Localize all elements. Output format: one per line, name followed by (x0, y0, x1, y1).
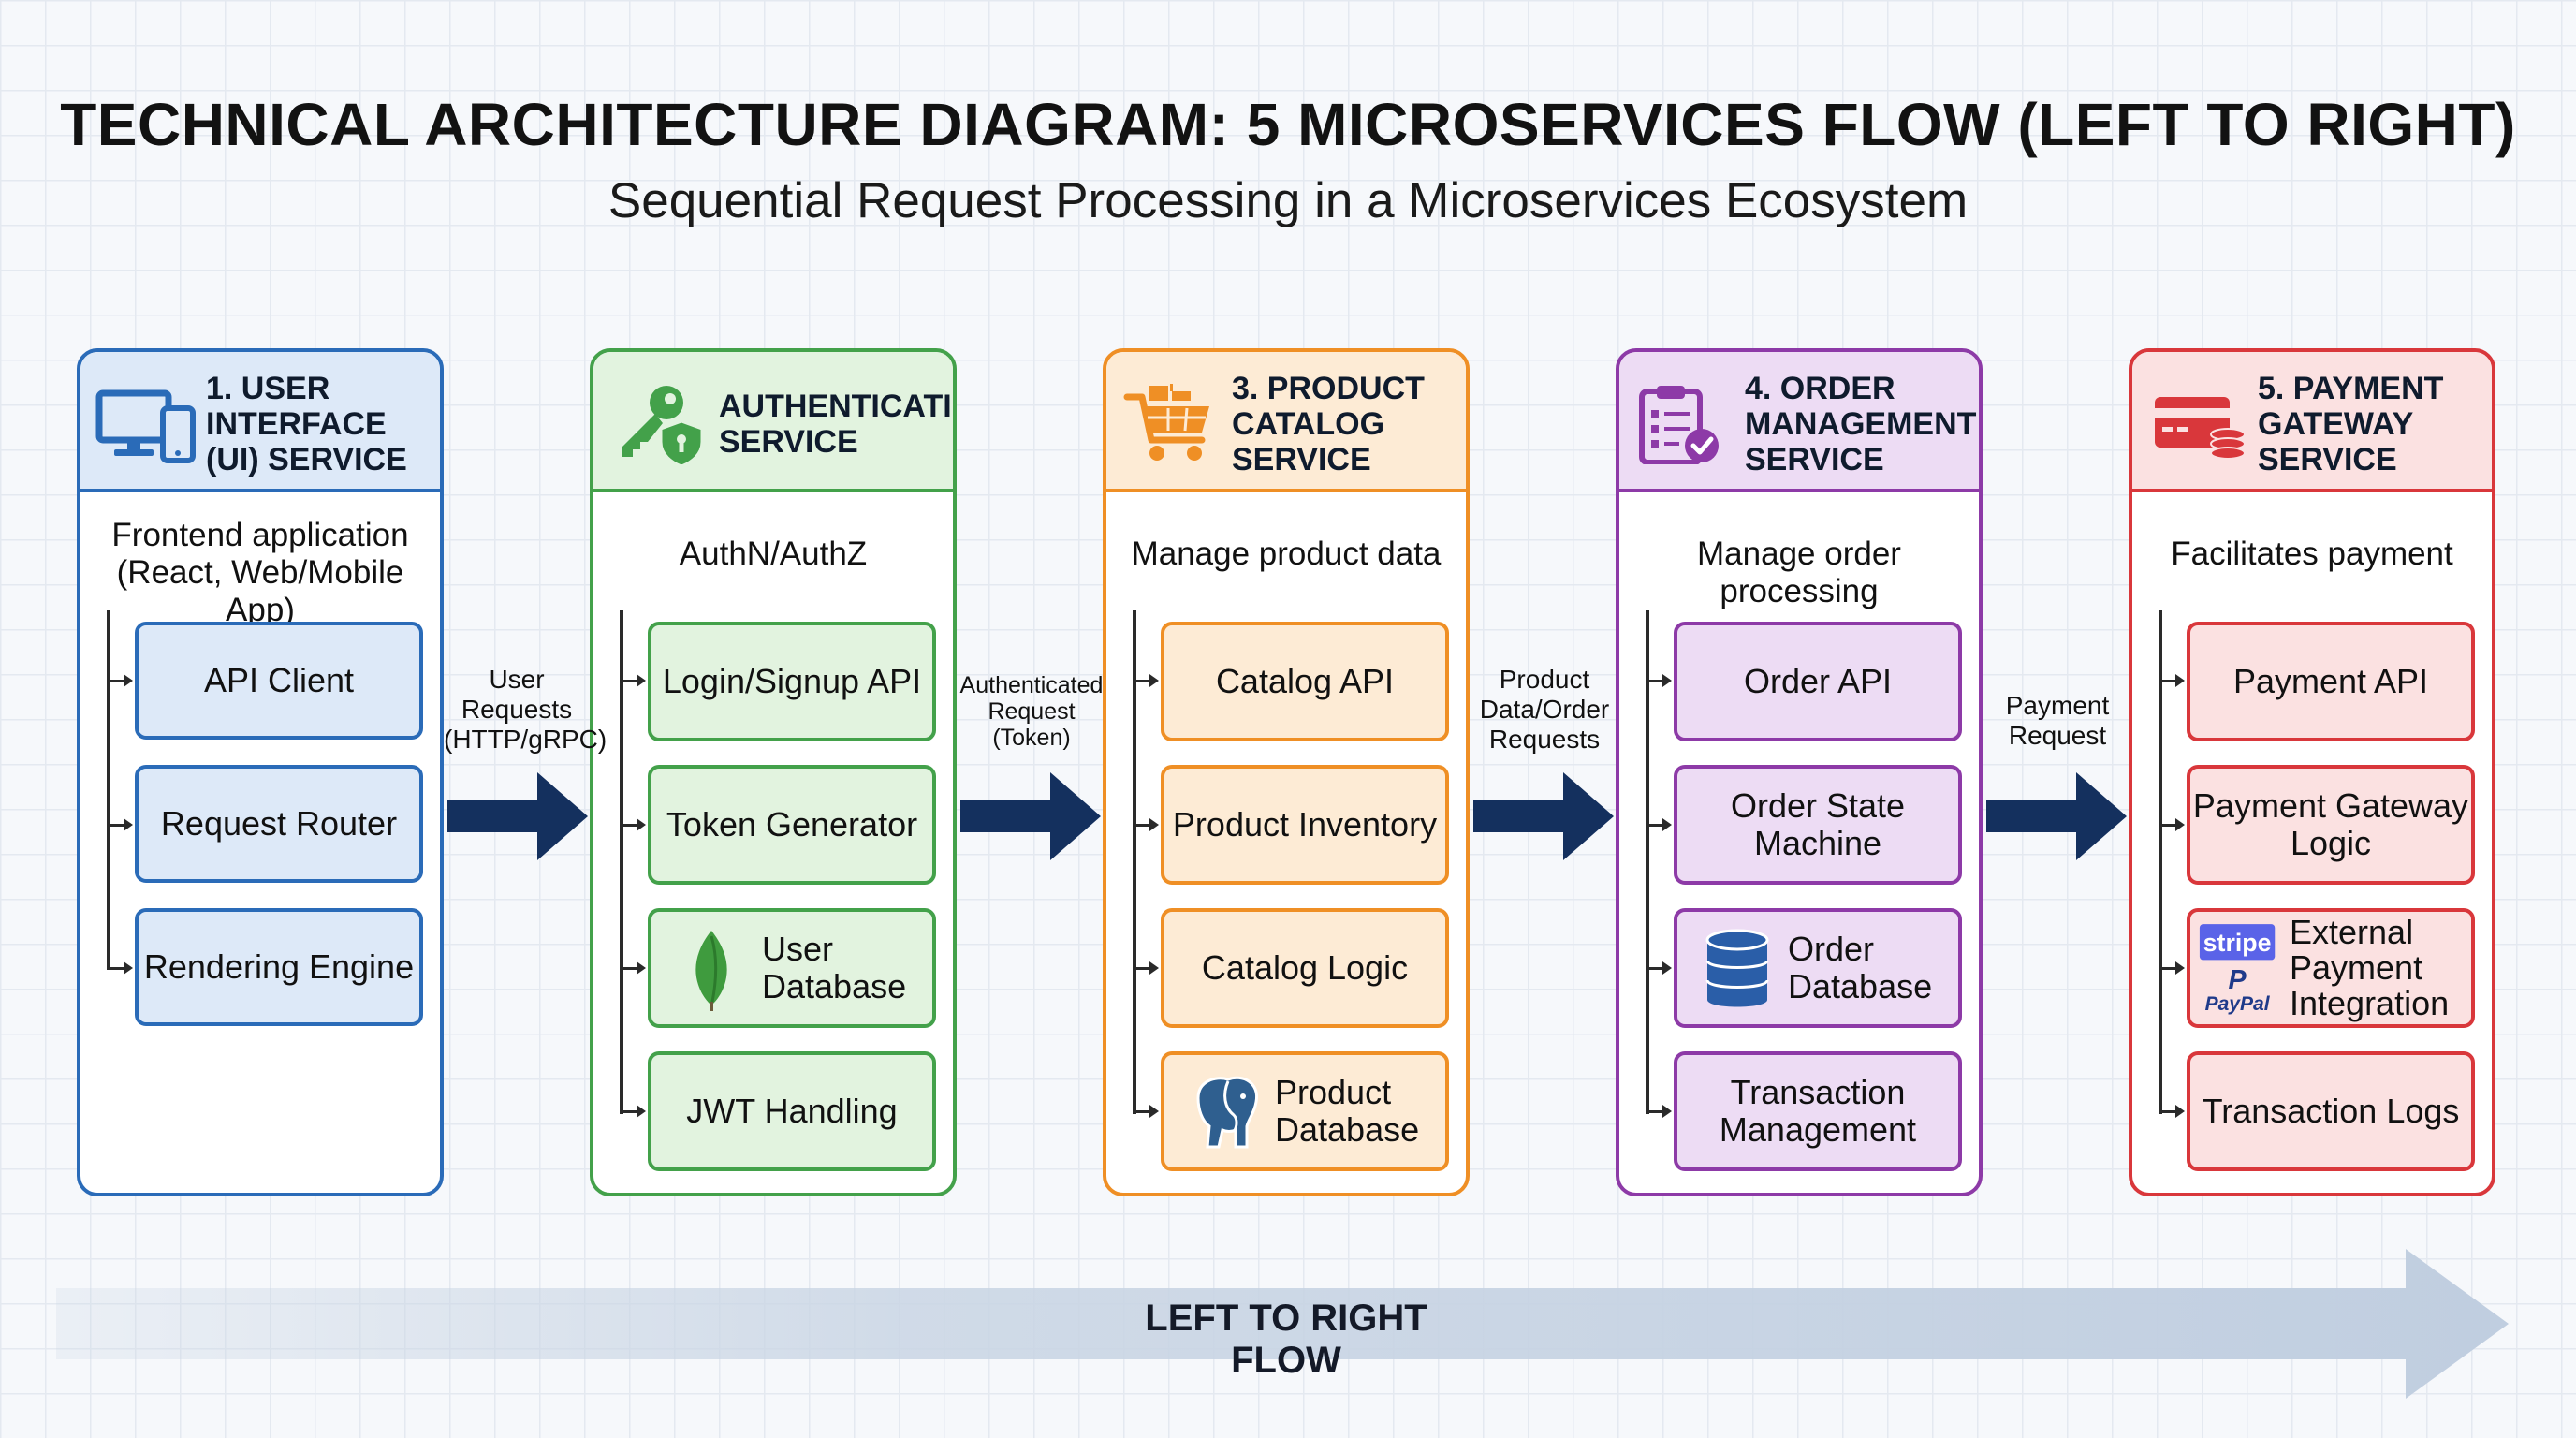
auth-service-title: AUTHENTICATION SERVICE (719, 389, 953, 460)
tree-connector (1647, 674, 1672, 687)
tree-connector (622, 1105, 646, 1118)
transaction-management-box: Transaction Management (1674, 1051, 1962, 1171)
user-database-label: User Database (762, 930, 907, 1005)
catalog-tree-line (1133, 610, 1136, 1114)
tree-connector (109, 818, 133, 831)
tree-connector (622, 674, 646, 687)
catalog-logic-box: Catalog Logic (1161, 908, 1449, 1028)
api-client-box: API Client (135, 622, 423, 740)
connection-label-order-to-payment: Payment Request (2005, 691, 2110, 750)
product-database-label: Product Database (1275, 1073, 1420, 1149)
catalog-api-box: Catalog API (1161, 622, 1449, 741)
auth-service-description: AuthN/AuthZ (679, 536, 868, 572)
arrow-order-to-payment (1986, 772, 2127, 860)
order-database-box: Order Database (1674, 908, 1962, 1028)
transaction-logs-box: Transaction Logs (2187, 1051, 2475, 1171)
order-database-label: Order Database (1788, 930, 1933, 1005)
tree-connector (1647, 818, 1672, 831)
tree-connector (1134, 1105, 1159, 1118)
tree-connector (622, 961, 646, 975)
ui-service-description: Frontend application (React, Web/Mobile … (111, 517, 409, 628)
order-service-description: Manage order processing (1697, 536, 1901, 609)
connection-label-auth-to-catalog: Authenticated Request (Token) (959, 672, 1104, 751)
payment-service-panel: 5. PAYMENT GATEWAY SERVICE Facilitates p… (2129, 348, 2496, 1196)
order-service-title: 4. ORDER MANAGEMENT SERVICE (1745, 371, 1977, 477)
catalog-service-header: 3. PRODUCT CATALOG SERVICE (1106, 352, 1466, 492)
desktop-mobile-icon (95, 389, 196, 463)
product-inventory-box: Product Inventory (1161, 765, 1449, 885)
order-api-box: Order API (1674, 622, 1962, 741)
jwt-handling-box: JWT Handling (648, 1051, 936, 1171)
flow-label: LEFT TO RIGHT FLOW (1145, 1298, 1427, 1381)
login-signup-api-box: Login/Signup API (648, 622, 936, 741)
external-payment-integration-box: stripe P PayPal External Payment Integra… (2187, 908, 2475, 1028)
payment-service-description: Facilitates payment (2171, 536, 2453, 572)
tree-connector (2160, 674, 2185, 687)
tree-connector (109, 961, 133, 975)
ui-tree-line (107, 610, 110, 970)
tree-connector (2160, 961, 2185, 975)
clipboard-check-icon (1639, 386, 1719, 464)
tree-connector (1647, 1105, 1672, 1118)
payment-tree-line (2159, 610, 2162, 1114)
left-to-right-flow-arrow (56, 1249, 2509, 1399)
diagram-subtitle: Sequential Request Processing in a Micro… (607, 173, 1969, 228)
key-shield-icon (622, 386, 704, 464)
request-router-box: Request Router (135, 765, 423, 883)
auth-tree-line (620, 610, 623, 1114)
svg-text:P: P (2229, 965, 2247, 995)
rendering-engine-box: Rendering Engine (135, 908, 423, 1026)
order-service-panel: 4. ORDER MANAGEMENT SERVICE Manage order… (1616, 348, 1983, 1196)
external-payment-integration-label: External Payment Integration (2290, 913, 2450, 1022)
payment-service-title: 5. PAYMENT GATEWAY SERVICE (2258, 371, 2444, 477)
connection-label-catalog-to-order: Product Data/Order Requests (1479, 665, 1610, 754)
stripe-paypal-icon: stripe P PayPal (2199, 924, 2276, 1015)
connection-label-ui-to-auth: User Requests (HTTP/gRPC) (444, 665, 607, 754)
tree-connector (1134, 674, 1159, 687)
payment-gateway-logic-box: Payment Gateway Logic (2187, 765, 2475, 885)
ui-service-header: 1. USER INTERFACE (UI) SERVICE (80, 352, 440, 492)
payment-service-header: 5. PAYMENT GATEWAY SERVICE (2132, 352, 2492, 492)
tree-connector (1134, 818, 1159, 831)
paypal-brand-label: PayPal (2205, 993, 2271, 1015)
auth-service-panel: AUTHENTICATION SERVICE AuthN/AuthZ Login… (590, 348, 957, 1196)
credit-card-icon (2155, 397, 2246, 460)
postgresql-elephant-icon (1196, 1076, 1259, 1149)
ui-service-title: 1. USER INTERFACE (UI) SERVICE (206, 371, 407, 477)
auth-service-header: AUTHENTICATION SERVICE (593, 352, 953, 492)
arrow-catalog-to-order (1473, 772, 1614, 860)
database-cylinder-icon (1705, 929, 1769, 1007)
catalog-service-panel: 3. PRODUCT CATALOG SERVICE Manage produc… (1103, 348, 1470, 1196)
order-state-machine-box: Order State Machine (1674, 765, 1962, 885)
ui-service-panel: 1. USER INTERFACE (UI) SERVICE Frontend … (77, 348, 444, 1196)
user-database-box: User Database (648, 908, 936, 1028)
shopping-cart-icon (1123, 384, 1209, 461)
arrow-auth-to-catalog (960, 772, 1101, 860)
tree-connector (1134, 961, 1159, 975)
arrow-ui-to-auth (447, 772, 588, 860)
order-tree-line (1646, 610, 1649, 1114)
tree-connector (109, 674, 133, 687)
product-database-box: Product Database (1161, 1051, 1449, 1171)
tree-connector (2160, 1105, 2185, 1118)
tree-connector (1647, 961, 1672, 975)
tree-connector (2160, 818, 2185, 831)
token-generator-box: Token Generator (648, 765, 936, 885)
order-service-header: 4. ORDER MANAGEMENT SERVICE (1619, 352, 1979, 492)
stripe-brand-label: stripe (2203, 929, 2272, 957)
mongodb-leaf-icon (695, 931, 727, 1011)
tree-connector (622, 818, 646, 831)
diagram-title: TECHNICAL ARCHITECTURE DIAGRAM: 5 MICROS… (60, 91, 2516, 158)
catalog-service-title: 3. PRODUCT CATALOG SERVICE (1232, 371, 1425, 477)
payment-api-box: Payment API (2187, 622, 2475, 741)
catalog-service-description: Manage product data (1131, 536, 1442, 572)
